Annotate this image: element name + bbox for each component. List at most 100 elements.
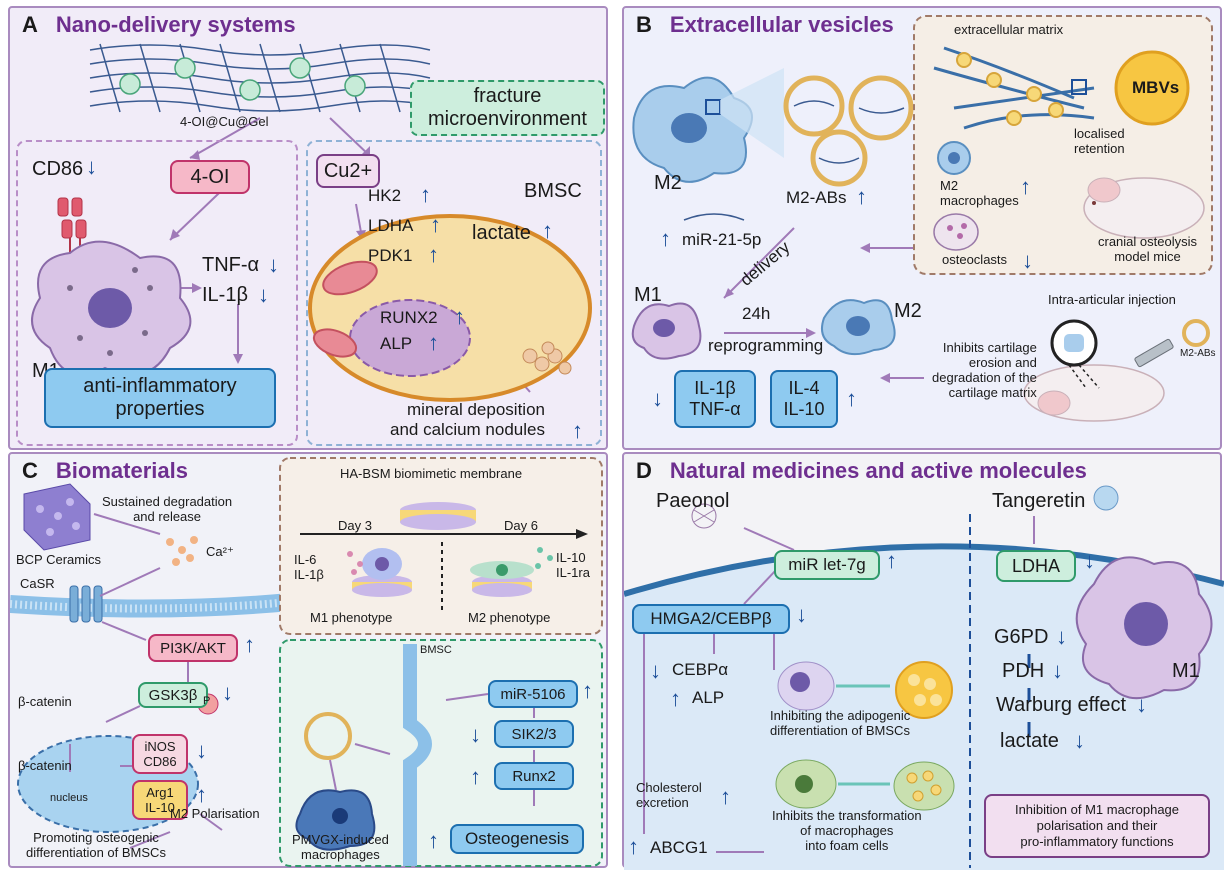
inos-cd86-box: iNOS CD86 — [132, 734, 188, 774]
bmsc-label: BMSC — [524, 180, 582, 202]
alp-label: ALP — [692, 688, 725, 707]
down-arrow-icon: ↓ — [222, 680, 233, 705]
bmsc-label: BMSC — [420, 644, 452, 656]
bcatenin-cyto-label: β-catenin — [18, 694, 72, 709]
up-arrow-icon: ↑ — [420, 182, 431, 207]
down-arrow-icon: ↓ — [1084, 548, 1095, 573]
mbvs-icon — [1114, 50, 1190, 126]
m2-polarisation-label: M2 Polarisation — [170, 806, 260, 821]
mir-let7g-box: miR let-7g — [774, 550, 880, 580]
hmga2-box: HMGA2/CEBPβ — [632, 604, 790, 634]
m1-macrophage-icon — [31, 240, 192, 376]
adipogenic-label: Inhibiting the adipogenic differentiatio… — [770, 708, 911, 738]
ldha-label: LDHA — [368, 216, 414, 235]
up-arrow-icon: ↑ — [428, 330, 439, 355]
lactate-label: lactate — [1000, 730, 1059, 752]
panel-title-text: Extracellular vesicles — [669, 12, 894, 37]
down-arrow-icon: ↓ — [1136, 692, 1147, 717]
up-arrow-icon: ↑ — [470, 764, 481, 789]
mineral-nodule-icon — [522, 341, 572, 375]
pdk1-label: PDK1 — [368, 246, 413, 265]
m1-dashed-region — [16, 140, 298, 446]
il6-il1b-label: IL-6 IL-1β — [294, 552, 324, 582]
il1b-tnf-box: IL-1β TNF-α — [674, 370, 756, 428]
bmsc-membrane-icon — [403, 644, 432, 866]
bcatenin-nuc-label: β-catenin — [18, 758, 72, 773]
down-arrow-icon: ↓ — [268, 252, 279, 277]
panel-b: B Extracellular vesicles — [622, 6, 1222, 450]
ldha-box: LDHA — [996, 550, 1076, 582]
abcg1-label: ABCG1 — [650, 838, 708, 857]
gsk3b-box: GSK3β — [138, 682, 208, 708]
bcp-ceramic-icon — [23, 483, 91, 551]
il10-il1ra-label: IL-10 IL-1ra — [556, 550, 590, 580]
cebpa-label: CEBPα — [672, 660, 729, 679]
day6-label: Day 6 — [504, 518, 538, 533]
up-arrow-icon: ↑ — [196, 782, 207, 807]
foam-cell-label: Inhibits the transformation of macrophag… — [772, 808, 922, 853]
ca-label: Ca²⁺ — [206, 544, 234, 559]
up-arrow-icon: ↑ — [428, 242, 439, 267]
alp-label: ALP — [380, 334, 413, 353]
down-arrow-icon: ↓ — [258, 282, 269, 307]
pmvgx-label: PMVGX-induced macrophages — [292, 832, 389, 862]
up-arrow-icon: ↑ — [628, 834, 639, 859]
fracture-microenvironment-box: fracture microenvironment — [410, 80, 605, 136]
panel-a-graphics — [31, 43, 592, 402]
vesicle-icon — [304, 712, 352, 760]
m1-phenotype-icon — [352, 548, 412, 597]
mouse-icon — [1083, 177, 1205, 239]
injected-mouse-icon — [1023, 319, 1174, 422]
m1-label: M1 — [1172, 660, 1200, 682]
ecm-label: extracellular matrix — [954, 22, 1064, 37]
down-arrow-icon: ↓ — [196, 738, 207, 763]
hydrogel-mesh-icon — [89, 43, 431, 113]
down-arrow-icon: ↓ — [1056, 624, 1067, 649]
panel-b-graphics — [631, 15, 1213, 422]
retention-label: localised retention — [1074, 126, 1125, 156]
sustained-label: Sustained degradation and release — [102, 494, 233, 524]
mir21-label: miR-21-5p — [682, 230, 762, 249]
promoting-label: Promoting osteogenic differentiation of … — [26, 830, 166, 860]
cholesterol-label: Cholesterol excretion — [636, 780, 702, 810]
day3-label: Day 3 — [338, 518, 372, 533]
m1-macrophage-icon — [1075, 556, 1213, 700]
m1-label: M1 — [634, 284, 662, 306]
up-arrow-icon: ↑ — [430, 212, 441, 237]
up-arrow-icon: ↑ — [454, 304, 465, 329]
pdh-label: PDH — [1002, 660, 1045, 682]
ca-ion-icon — [166, 536, 198, 566]
panel-letter: B — [636, 12, 652, 37]
panel-c-graphics — [10, 457, 603, 867]
panel-title-text: Natural medicines and active molecules — [669, 458, 1087, 483]
bcp-label: BCP Ceramics — [16, 552, 102, 567]
hk2-label: HK2 — [368, 186, 402, 205]
tangeretin-molecule-icon — [1093, 485, 1119, 511]
sik-box: SIK2/3 — [494, 720, 574, 748]
panel-letter: A — [22, 12, 38, 37]
m2-phenotype-icon — [470, 561, 534, 597]
cu-box: Cu2+ — [316, 154, 380, 188]
m1-small-macrophage-icon — [631, 302, 702, 360]
panel-letter: C — [22, 458, 38, 483]
reprogramming-label: reprogramming — [708, 336, 824, 355]
up-arrow-icon: ↑ — [856, 184, 867, 209]
osteoclasts-label: osteoclasts — [942, 252, 1008, 267]
foam-cell-icon — [893, 761, 955, 811]
runx2-box: Runx2 — [494, 762, 574, 790]
m2-phenotype-label: M2 phenotype — [468, 610, 551, 625]
up-arrow-icon: ↑ — [582, 678, 593, 703]
up-arrow-icon: ↑ — [428, 828, 439, 853]
m2-abs-inset-icon — [1182, 319, 1210, 347]
bmsc-dashed-region — [306, 140, 602, 446]
inhibits-cartilage-label: Inhibits cartilage erosion and degradati… — [932, 340, 1037, 400]
up-arrow-icon: ↑ — [670, 686, 681, 711]
bmsc-cell-icon — [308, 214, 592, 402]
ha-bsm-membrane-icon — [400, 502, 476, 530]
4oi-box: 4-OI — [170, 160, 250, 194]
